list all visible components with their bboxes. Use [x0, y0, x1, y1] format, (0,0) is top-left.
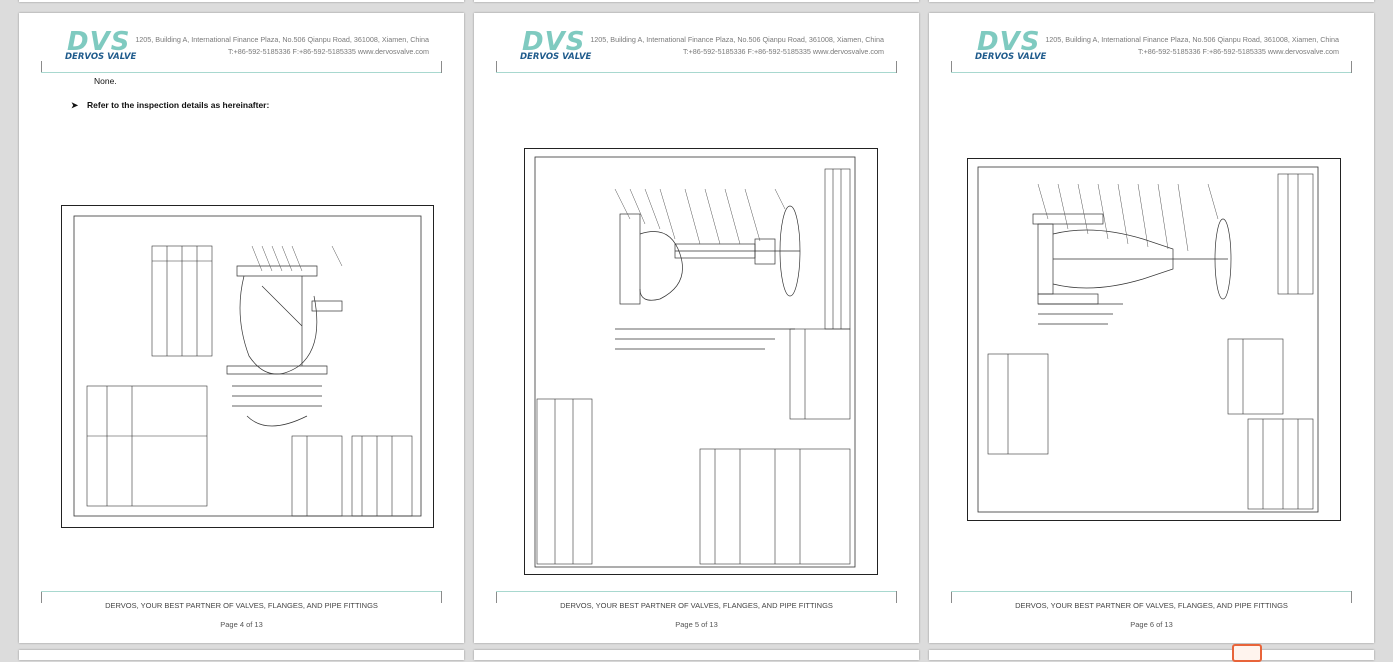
- header-corner-right: [1339, 61, 1352, 73]
- engineering-drawing-check-valve: [61, 205, 434, 528]
- page-number: Page 6 of 13: [1130, 620, 1173, 629]
- footer-slogan: DERVOS, YOUR BEST PARTNER OF VALVES, FLA…: [560, 601, 833, 610]
- page-number: Page 4 of 13: [220, 620, 263, 629]
- header-corner-left: [496, 61, 509, 73]
- body-text-inspection: Refer to the inspection details as herei…: [87, 100, 270, 110]
- previous-page-edge: [19, 0, 464, 2]
- header-contact: T:+86-592-5185336 F:+86-592-5185335 www.…: [1138, 47, 1339, 56]
- next-page-edge: [474, 650, 919, 660]
- header-corner-left: [951, 61, 964, 73]
- header-rule: [951, 72, 1351, 73]
- header-rule: [496, 72, 896, 73]
- document-page-4[interactable]: DVS DERVOS VALVE 1205, Building A, Inter…: [19, 13, 464, 643]
- bullet-marker: ➤: [71, 100, 79, 110]
- footer-corner-right: [429, 591, 442, 603]
- footer-corner-left: [496, 591, 509, 603]
- document-page-5[interactable]: DVS DERVOS VALVE 1205, Building A, Inter…: [474, 13, 919, 643]
- header-corner-right: [429, 61, 442, 73]
- previous-page-edge: [474, 0, 919, 2]
- engineering-drawing-gate-valve: [967, 158, 1341, 521]
- logo-mark: DVS: [977, 27, 1041, 57]
- header-address: 1205, Building A, International Finance …: [1045, 35, 1339, 44]
- document-page-6[interactable]: DVS DERVOS VALVE 1205, Building A, Inter…: [929, 13, 1374, 643]
- engineering-drawing-globe-valve: [524, 148, 878, 575]
- footer-rule: [41, 591, 441, 592]
- footer-slogan: DERVOS, YOUR BEST PARTNER OF VALVES, FLA…: [105, 601, 378, 610]
- next-page-edge: [929, 650, 1374, 660]
- footer-rule: [951, 591, 1351, 592]
- footer-slogan: DERVOS, YOUR BEST PARTNER OF VALVES, FLA…: [1015, 601, 1288, 610]
- logo-name: DERVOS VALVE: [520, 52, 592, 62]
- logo-mark: DVS: [67, 27, 131, 57]
- header-contact: T:+86-592-5185336 F:+86-592-5185335 www.…: [228, 47, 429, 56]
- header-corner-right: [884, 61, 897, 73]
- page-number: Page 5 of 13: [675, 620, 718, 629]
- previous-page-edge: [929, 0, 1374, 2]
- logo-name: DERVOS VALVE: [975, 52, 1047, 62]
- header-address: 1205, Building A, International Finance …: [135, 35, 429, 44]
- header-address: 1205, Building A, International Finance …: [590, 35, 884, 44]
- footer-rule: [496, 591, 896, 592]
- floating-widget-icon[interactable]: [1232, 644, 1262, 662]
- header-rule: [41, 72, 441, 73]
- company-logo: DVS DERVOS VALVE: [53, 27, 153, 65]
- logo-mark: DVS: [522, 27, 586, 57]
- header-corner-left: [41, 61, 54, 73]
- body-text-none: None.: [94, 76, 117, 86]
- header-contact: T:+86-592-5185336 F:+86-592-5185335 www.…: [683, 47, 884, 56]
- company-logo: DVS DERVOS VALVE: [508, 27, 608, 65]
- company-logo: DVS DERVOS VALVE: [963, 27, 1063, 65]
- footer-corner-right: [1339, 591, 1352, 603]
- footer-corner-right: [884, 591, 897, 603]
- footer-corner-left: [41, 591, 54, 603]
- next-page-edge: [19, 650, 464, 660]
- logo-name: DERVOS VALVE: [65, 52, 137, 62]
- footer-corner-left: [951, 591, 964, 603]
